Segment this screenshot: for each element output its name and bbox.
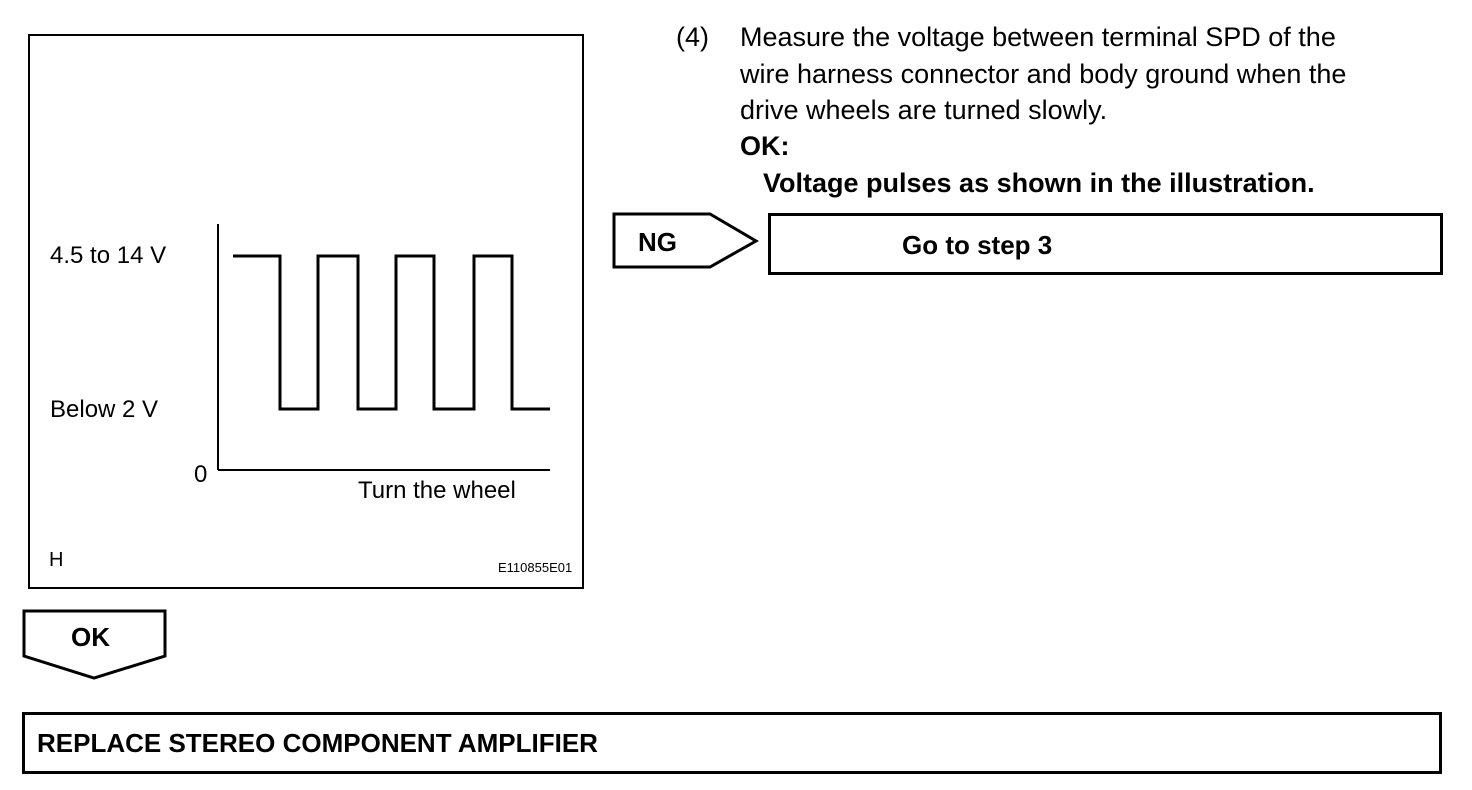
corner-label: H xyxy=(49,549,64,571)
step-number: (4) xyxy=(676,22,709,52)
waveform-illustration: 4.5 to 14 V Below 2 V 0 Turn the wheel H… xyxy=(28,34,584,589)
pulse-waveform-graphic xyxy=(217,224,550,471)
go-to-step-box: Go to step 3 xyxy=(768,213,1443,275)
ok-down-arrow-icon xyxy=(22,609,167,680)
x-axis-label: Turn the wheel xyxy=(358,477,516,504)
replace-amplifier-box: REPLACE STEREO COMPONENT AMPLIFIER xyxy=(22,712,1442,774)
step-instruction-line-1: Measure the voltage between terminal SPD… xyxy=(740,22,1336,52)
origin-label: 0 xyxy=(194,461,208,488)
high-voltage-label: 4.5 to 14 V xyxy=(50,242,167,269)
ok-result-text: Voltage pulses as shown in the illustrat… xyxy=(763,168,1315,198)
ng-arrow-icon xyxy=(612,212,760,269)
figure-code: E110855E01 xyxy=(498,560,573,575)
step-instruction-line-2: wire harness connector and body ground w… xyxy=(740,59,1347,89)
ok-heading: OK: xyxy=(740,131,790,161)
ng-label: NG xyxy=(638,227,677,257)
low-voltage-label: Below 2 V xyxy=(50,396,159,423)
step-instruction-line-3: drive wheels are turned slowly. xyxy=(740,95,1108,125)
replace-amplifier-text: REPLACE STEREO COMPONENT AMPLIFIER xyxy=(37,728,598,758)
go-to-step-text: Go to step 3 xyxy=(902,230,1053,260)
ok-label: OK xyxy=(71,622,110,652)
pulse-signal-line xyxy=(233,254,550,411)
